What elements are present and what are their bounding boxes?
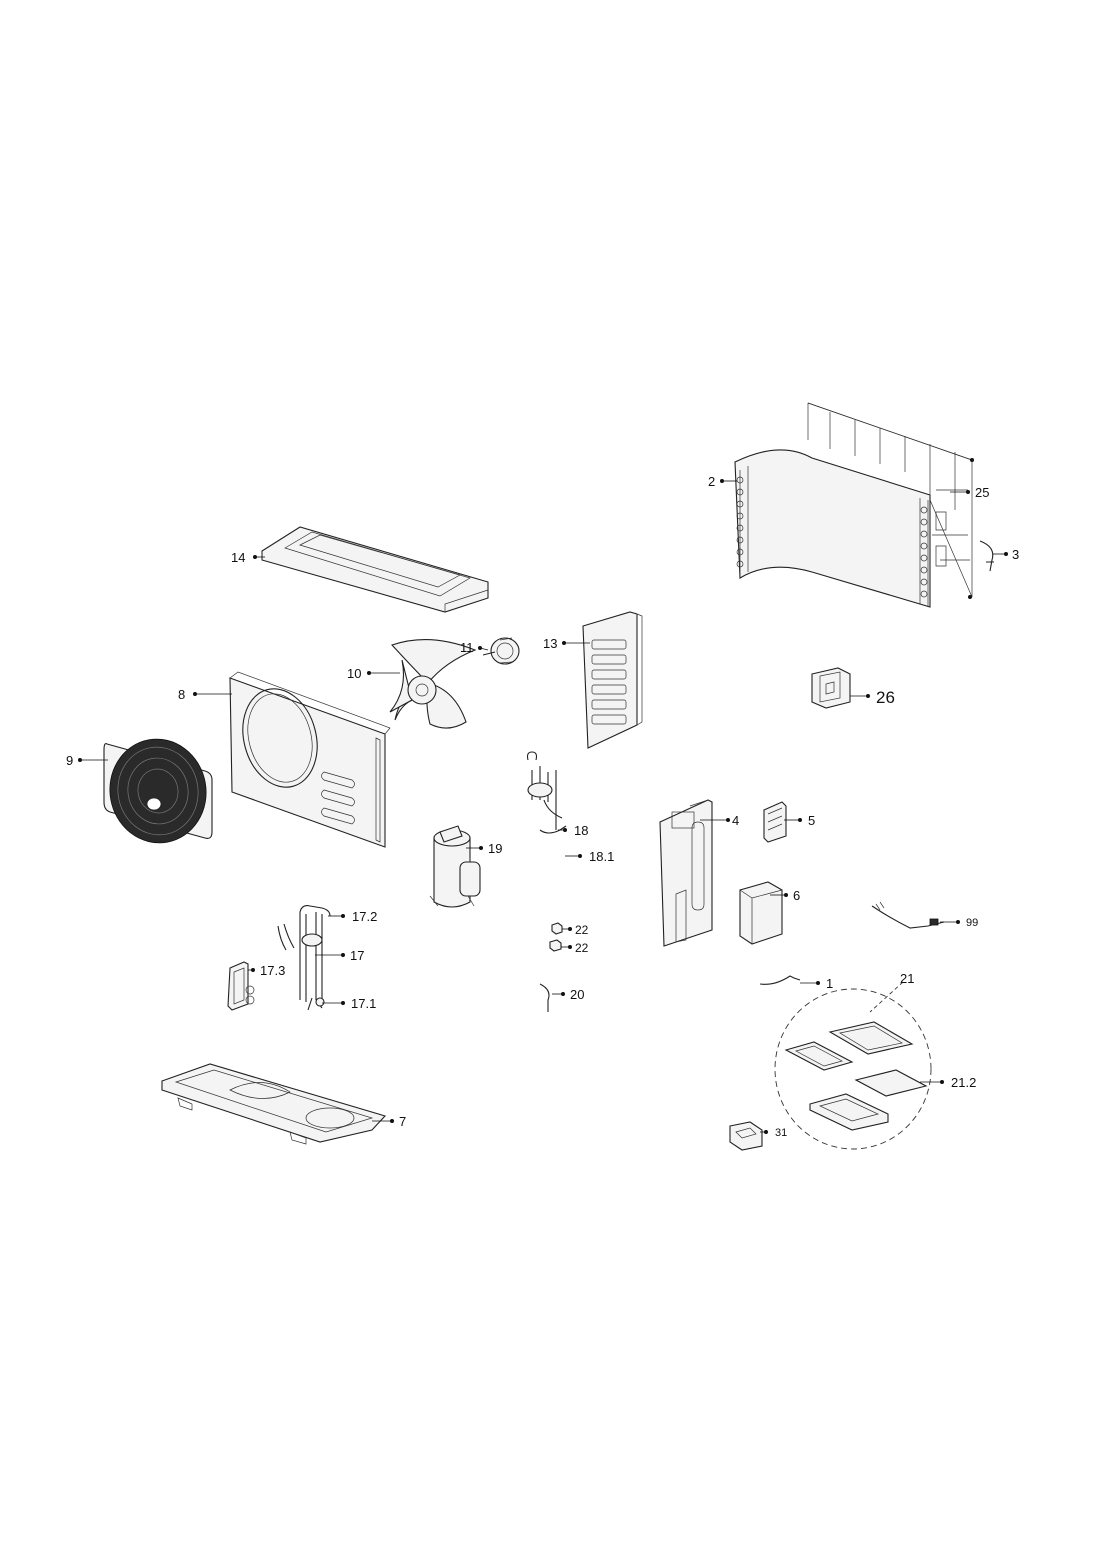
callout-1: 1 <box>826 976 833 991</box>
callout-17-1: 17.1 <box>351 996 376 1011</box>
compressor-icon <box>429 825 481 908</box>
callout-25: 25 <box>975 485 989 500</box>
base-pan-icon <box>161 1063 387 1145</box>
nut-icon <box>549 922 563 952</box>
control-box-assembly-icon <box>774 981 932 1150</box>
callout-21-2: 21.2 <box>951 1075 976 1090</box>
terminal-block-icon <box>763 801 787 843</box>
condenser-coil-icon <box>734 449 947 608</box>
rear-guard-icon <box>807 402 974 599</box>
pipe-part-icon <box>539 983 550 1012</box>
side-panel-icon <box>582 611 643 749</box>
callout-5: 5 <box>808 813 815 828</box>
callout-31: 31 <box>775 1127 787 1139</box>
callout-10: 10 <box>347 666 361 681</box>
callout-17: 17 <box>350 948 364 963</box>
callout-20: 20 <box>570 987 584 1002</box>
callout-7: 7 <box>399 1114 406 1129</box>
callout-13: 13 <box>543 636 557 651</box>
front-panel-icon <box>229 671 391 848</box>
callout-22-a: 22 <box>575 923 589 937</box>
callout-2: 2 <box>708 474 715 489</box>
cover-box-icon <box>739 881 783 945</box>
fan-blade-icon <box>389 639 477 729</box>
four-way-valve-icon <box>526 751 567 834</box>
partition-plate-icon <box>659 799 713 947</box>
leader-lines <box>78 479 1008 1134</box>
bracket-clip-icon <box>979 540 994 572</box>
callout-labels: 2 25 3 14 11 10 13 8 26 9 18 18.1 19 4 5… <box>66 474 1019 1139</box>
callout-26: 26 <box>876 688 895 707</box>
fan-motor-icon <box>482 637 520 665</box>
callout-21: 21 <box>900 971 914 986</box>
callout-22-b: 22 <box>575 941 589 955</box>
valve-assembly-icon <box>277 905 331 1011</box>
callout-11: 11 <box>460 640 474 655</box>
callout-17-2: 17.2 <box>352 909 377 924</box>
callout-99: 99 <box>966 917 978 929</box>
callout-17-3: 17.3 <box>260 963 285 978</box>
callout-14: 14 <box>231 550 245 565</box>
callout-4: 4 <box>732 813 739 828</box>
pcb-board-icon <box>729 1121 763 1151</box>
callout-6: 6 <box>793 888 800 903</box>
callout-18-1: 18.1 <box>589 849 614 864</box>
top-cover-icon <box>261 526 489 613</box>
callout-8: 8 <box>178 687 185 702</box>
cable-harness-icon <box>871 901 945 929</box>
callout-19: 19 <box>488 841 502 856</box>
callout-3: 3 <box>1012 547 1019 562</box>
callout-18: 18 <box>574 823 588 838</box>
callout-9: 9 <box>66 753 73 768</box>
wire-part-icon <box>759 975 801 985</box>
fan-grille-icon <box>103 738 213 844</box>
service-valve-bracket-icon <box>227 961 255 1011</box>
reactor-icon <box>811 667 851 709</box>
